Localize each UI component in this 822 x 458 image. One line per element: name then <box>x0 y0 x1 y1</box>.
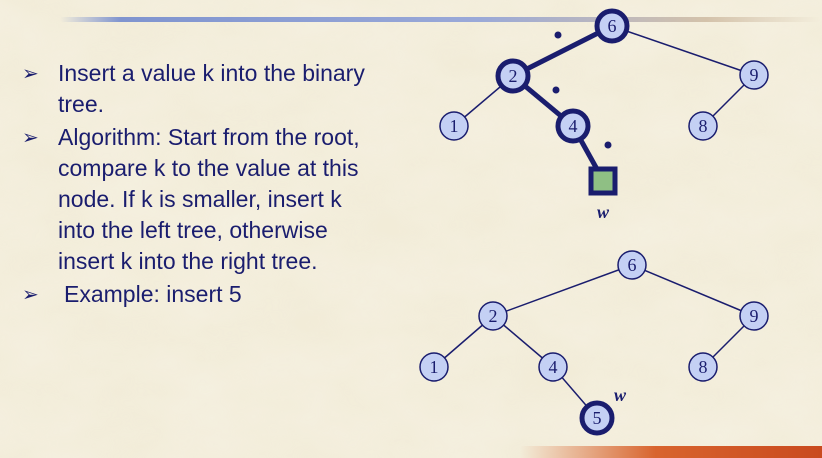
node-label: 8 <box>699 357 708 377</box>
arrow-bullet-icon: ➢ <box>22 61 39 85</box>
tree-node: 2 <box>495 58 531 94</box>
top-decorative-rule <box>60 17 820 22</box>
node-circle <box>579 400 615 436</box>
tree-node: 9 <box>739 301 769 331</box>
node-circle <box>495 58 531 94</box>
path-dot <box>552 86 560 94</box>
node-circle <box>439 111 469 141</box>
node-circle <box>478 301 508 331</box>
tree-node: 6 <box>617 250 647 280</box>
node-label: 4 <box>549 357 558 377</box>
node-label: 4 <box>569 116 578 136</box>
bullet-list: ➢ Insert a value k into the binary tree.… <box>22 58 382 312</box>
arrow-bullet-icon: ➢ <box>22 125 39 149</box>
node-label: 1 <box>450 116 459 136</box>
path-dot <box>554 31 562 39</box>
bottom-decorative-rule <box>520 446 822 458</box>
node-circle <box>419 352 449 382</box>
node-label: 2 <box>489 306 498 326</box>
node-circle <box>555 108 591 144</box>
edge-6-2 <box>492 264 633 317</box>
tree-node: 9 <box>739 60 769 90</box>
node-label: 5 <box>593 408 602 428</box>
node-label: 2 <box>509 66 518 86</box>
node-label: 6 <box>628 255 637 275</box>
node-circle <box>538 352 568 382</box>
tree-node: 2 <box>478 301 508 331</box>
node-label: 6 <box>608 16 617 36</box>
tree-node: 8 <box>688 111 718 141</box>
node-circle <box>594 8 630 44</box>
leaf-w-label: w <box>597 202 610 222</box>
new-node-w-label: w <box>614 385 627 405</box>
tree-node: 6 <box>594 8 630 44</box>
bullet-text: Insert a value k into the binary tree. <box>58 60 365 117</box>
tree-before: 6 2 9 1 4 8 w <box>439 8 769 222</box>
edge-6-9 <box>611 25 755 76</box>
bullet-item: ➢ Insert a value k into the binary tree. <box>22 58 382 120</box>
node-circle <box>617 250 647 280</box>
bullet-text: Algorithm: Start from the root, compare … <box>58 124 360 274</box>
node-label: 9 <box>750 306 759 326</box>
tree-node: 4 <box>538 352 568 382</box>
tree-node: 1 <box>419 352 449 382</box>
tree-node: 8 <box>688 352 718 382</box>
node-circle <box>688 352 718 382</box>
tree-after: 6 2 9 1 4 8 5 w <box>419 250 769 436</box>
external-leaf-square <box>588 166 618 196</box>
edge-6-9 <box>631 264 755 317</box>
tree-node: 1 <box>439 111 469 141</box>
bullet-item: ➢ Example: insert 5 <box>22 279 382 310</box>
node-circle <box>688 111 718 141</box>
arrow-bullet-icon: ➢ <box>22 282 39 306</box>
path-dot <box>604 141 612 149</box>
tree-node: 4 <box>555 108 591 144</box>
node-label: 9 <box>750 65 759 85</box>
node-label: 1 <box>430 357 439 377</box>
bullet-text: Example: insert 5 <box>64 281 242 307</box>
search-path-edge-6-2 <box>511 23 614 79</box>
inserted-node: 5 <box>579 400 615 436</box>
node-circle <box>739 60 769 90</box>
node-label: 8 <box>699 116 708 136</box>
node-circle <box>739 301 769 331</box>
bullet-item: ➢ Algorithm: Start from the root, compar… <box>22 122 382 277</box>
